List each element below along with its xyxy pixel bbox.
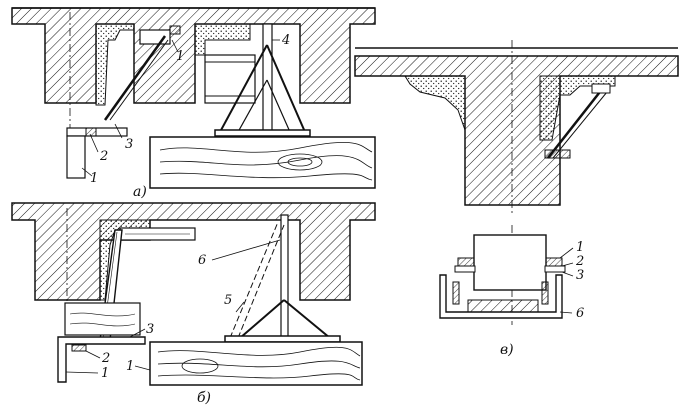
channel-v — [439, 274, 563, 319]
callout-b-2: 2 — [101, 351, 110, 366]
plank-a — [149, 136, 376, 189]
callout-v-1: 1 — [576, 240, 584, 255]
callout-b-6: 6 — [198, 253, 206, 268]
panel-a — [11, 7, 376, 189]
slab-v — [354, 55, 679, 206]
callout-a-1-top: 1 — [176, 49, 184, 64]
brace-v — [547, 87, 604, 159]
plaster-a1 — [95, 23, 135, 106]
pad-v — [467, 299, 539, 313]
slab-b — [11, 202, 376, 301]
plank-b — [149, 341, 363, 386]
panel-v-detail — [439, 225, 574, 325]
panel-b — [11, 202, 376, 386]
callout-b-5: 5 — [224, 293, 232, 308]
callout-v-3: 3 — [576, 268, 584, 283]
slab-a — [11, 7, 376, 104]
caption-v: в) — [500, 342, 514, 358]
caption-b: б) — [197, 390, 211, 406]
caption-a: а) — [133, 184, 147, 200]
callout-a-4: 4 — [281, 33, 290, 48]
plaster-a2 — [194, 23, 251, 56]
beam-v-detail — [473, 234, 547, 291]
post-5-dashed — [229, 221, 279, 339]
strip-a1 — [169, 25, 181, 35]
callout-a-1-left: 1 — [90, 171, 98, 186]
plaster-v2 — [539, 75, 616, 141]
tripod-base-b — [224, 335, 341, 343]
opening-a — [204, 54, 256, 104]
tripod-leg-right — [266, 44, 306, 133]
callout-v-6: 6 — [576, 306, 584, 321]
callout-b-1-left: 1 — [101, 366, 109, 381]
callout-b-3: 3 — [146, 322, 154, 337]
callout-a-2: 2 — [99, 149, 108, 164]
tripod-base — [214, 129, 311, 137]
ledger-a — [66, 127, 128, 137]
block-b — [64, 302, 141, 336]
wedge-a — [85, 127, 97, 137]
post-a — [66, 135, 86, 179]
callout-a-3: 3 — [125, 137, 133, 152]
post-6-b — [280, 214, 289, 341]
angle-b — [57, 336, 146, 383]
plaster-v1 — [404, 75, 466, 131]
tripod-leg-left — [219, 44, 268, 133]
panel-v — [354, 40, 679, 215]
post-4-a — [262, 23, 273, 135]
callout-b-1-right: 1 — [126, 359, 134, 374]
brace-a — [103, 35, 167, 121]
wedge-b — [71, 344, 87, 352]
callout-v-2: 2 — [575, 254, 584, 269]
